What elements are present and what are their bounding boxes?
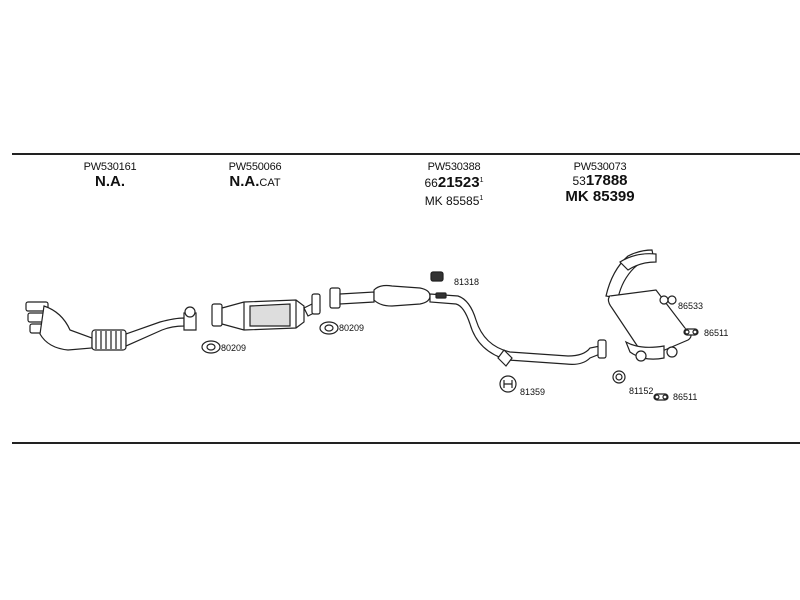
part-code: PW550066 — [228, 161, 282, 173]
part-label: 80209 — [221, 343, 246, 353]
part-label: 81152 — [629, 386, 653, 396]
rear-silencer — [605, 249, 692, 362]
top-divider — [12, 153, 800, 155]
bracket-86511-lower — [653, 393, 669, 401]
part-availability: N.A. — [95, 173, 125, 190]
part-label: 81318 — [454, 277, 479, 287]
part-reference-secondary: MK 855851 — [424, 194, 484, 208]
gasket-80209-right — [319, 321, 339, 335]
column-rear-silencer: PW530073 5317888 MK 85399 — [530, 161, 670, 205]
part-label: 86533 — [678, 301, 703, 311]
rubber-mount-81318 — [430, 271, 447, 299]
part-label: 81359 — [520, 387, 545, 397]
column-front-pipe: PW530161 N.A. — [40, 161, 180, 190]
part-code: PW530073 — [573, 161, 627, 173]
part-reference-primary: 5317888 — [572, 172, 628, 189]
part-code: PW530388 — [427, 161, 481, 173]
part-availability: N.A.CAT — [229, 173, 281, 190]
part-label: 86511 — [673, 392, 697, 402]
gasket-80209-left — [201, 340, 221, 354]
clamp-81152 — [612, 370, 626, 384]
part-reference-primary: 66215231 — [424, 174, 484, 191]
column-catalyst: PW550066 N.A.CAT — [185, 161, 325, 192]
middle-pipe-silencer — [329, 284, 607, 367]
front-pipe — [25, 301, 197, 351]
bracket-86533 — [659, 295, 677, 305]
bottom-divider — [12, 442, 800, 444]
hanger-81359 — [499, 375, 517, 393]
part-label: 86511 — [704, 328, 728, 338]
catalytic-converter — [211, 293, 321, 331]
part-code: PW530161 — [83, 161, 137, 173]
bracket-86511-upper — [683, 328, 699, 336]
column-middle-silencer: PW530388 66215231 MK 855851 — [384, 161, 524, 209]
part-reference-secondary: MK 85399 — [565, 188, 635, 205]
part-label: 80209 — [339, 323, 364, 333]
